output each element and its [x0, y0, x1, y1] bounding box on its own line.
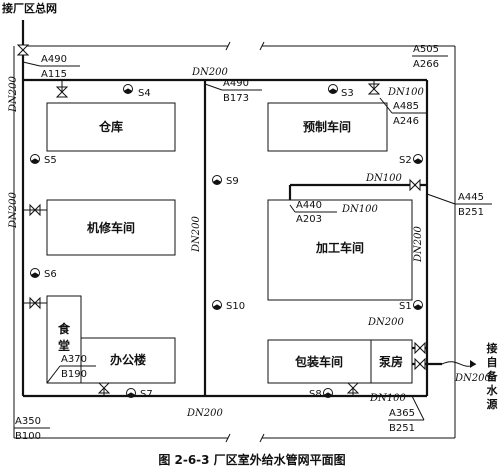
hydrant-s3-label: S3	[341, 88, 354, 99]
hydrant-s1-label: S1	[399, 301, 412, 312]
elevation-b190: B190	[61, 369, 87, 380]
elevation-a266: A266	[413, 59, 439, 70]
elevation-a505: A505	[413, 44, 439, 55]
elevation-b251: B251	[458, 207, 484, 218]
backup-label-5: 源	[487, 397, 498, 411]
canteen-label-1: 食	[57, 321, 71, 336]
main-pipe-loop	[13, 20, 456, 443]
pipe-dn200-right: DN200	[413, 226, 424, 263]
backup-label-2: 自	[487, 355, 498, 369]
processing-shop-label: 加工车间	[315, 240, 364, 255]
elevation-b100: B100	[15, 431, 41, 442]
pump-room-label: 泵房	[379, 354, 403, 369]
elevation-leaders	[14, 55, 492, 429]
warehouse-building	[46, 102, 176, 152]
packing-shop-label: 包装车间	[294, 354, 343, 369]
canteen-label-2: 堂	[58, 338, 70, 353]
pipe-dn100-s3: DN100	[387, 87, 424, 98]
hydrant-s9-label: S9	[226, 176, 239, 187]
hydrants	[30, 84, 423, 398]
elevation-a440: A440	[296, 200, 322, 211]
valve-icon	[16, 44, 30, 56]
hydrant-s8-label: S8	[309, 389, 322, 400]
pipe-dn100-branch-2: DN100	[341, 204, 378, 215]
hydrant-s7-label: S7	[140, 389, 153, 400]
pipe-dn200-left-top: DN200	[8, 76, 19, 113]
prefab-shop-label: 预制车间	[303, 119, 351, 134]
elevation-a115: A115	[41, 69, 67, 80]
elevation-b251-b: B251	[389, 423, 415, 434]
hydrant-s6-label: S6	[44, 269, 57, 280]
hydrant-s5-label: S5	[44, 155, 57, 166]
valve-icon	[409, 178, 421, 192]
elevation-a445: A445	[458, 192, 484, 203]
pipe-dn200-bottom: DN200	[186, 408, 223, 419]
buildings: 仓库 预制车间 机修车间 加工车间 食 堂 办公楼 包装车间 泵房	[46, 102, 413, 384]
valve-icon	[414, 357, 426, 371]
pipe-dn200-pump: DN200	[367, 317, 404, 328]
main-inlet-label: 接厂区总网	[2, 1, 57, 15]
repair-shop-label: 机修车间	[87, 220, 135, 235]
elevation-a365: A365	[389, 408, 415, 419]
elevation-a490-b: A490	[223, 78, 249, 89]
hydrant-s10-label: S10	[226, 301, 245, 312]
elevation-b173: B173	[223, 93, 249, 104]
pipe-dn200-backup: DN200	[454, 373, 491, 384]
pipe-dn200-middle: DN200	[191, 216, 202, 253]
elevation-a350: A350	[15, 416, 41, 427]
hydrant-s2-label: S2	[399, 155, 412, 166]
elevation-a246: A246	[393, 116, 419, 127]
repair-shop-building	[46, 199, 176, 256]
backup-label-4: 水	[487, 383, 499, 397]
warehouse-label: 仓库	[98, 119, 123, 134]
pump-room-building	[370, 339, 413, 384]
office-label: 办公楼	[110, 352, 146, 367]
elevation-a485: A485	[393, 101, 419, 112]
valve-icon	[414, 341, 426, 355]
pipe-dn100-bottom: DN100	[369, 393, 406, 404]
prefab-shop-building	[267, 102, 388, 152]
pipe-dn100-branch: DN100	[365, 173, 402, 184]
backup-label-1: 接	[487, 341, 498, 355]
elevation-a490: A490	[41, 54, 67, 65]
backup-source-arrow	[441, 360, 477, 368]
valves	[16, 44, 426, 396]
elevation-a203: A203	[296, 214, 322, 225]
pipe-dn200-left-mid: DN200	[8, 192, 19, 229]
processing-shop-building	[267, 199, 413, 301]
office-building	[80, 337, 176, 384]
backup-label-3: 备	[486, 369, 499, 383]
pipe-dn200-top: DN200	[191, 67, 228, 78]
hydrant-s4-label: S4	[138, 88, 151, 99]
figure-caption: 图 2-6-3 厂区室外给水管网平面图	[158, 452, 345, 467]
elevation-a370: A370	[61, 354, 87, 365]
